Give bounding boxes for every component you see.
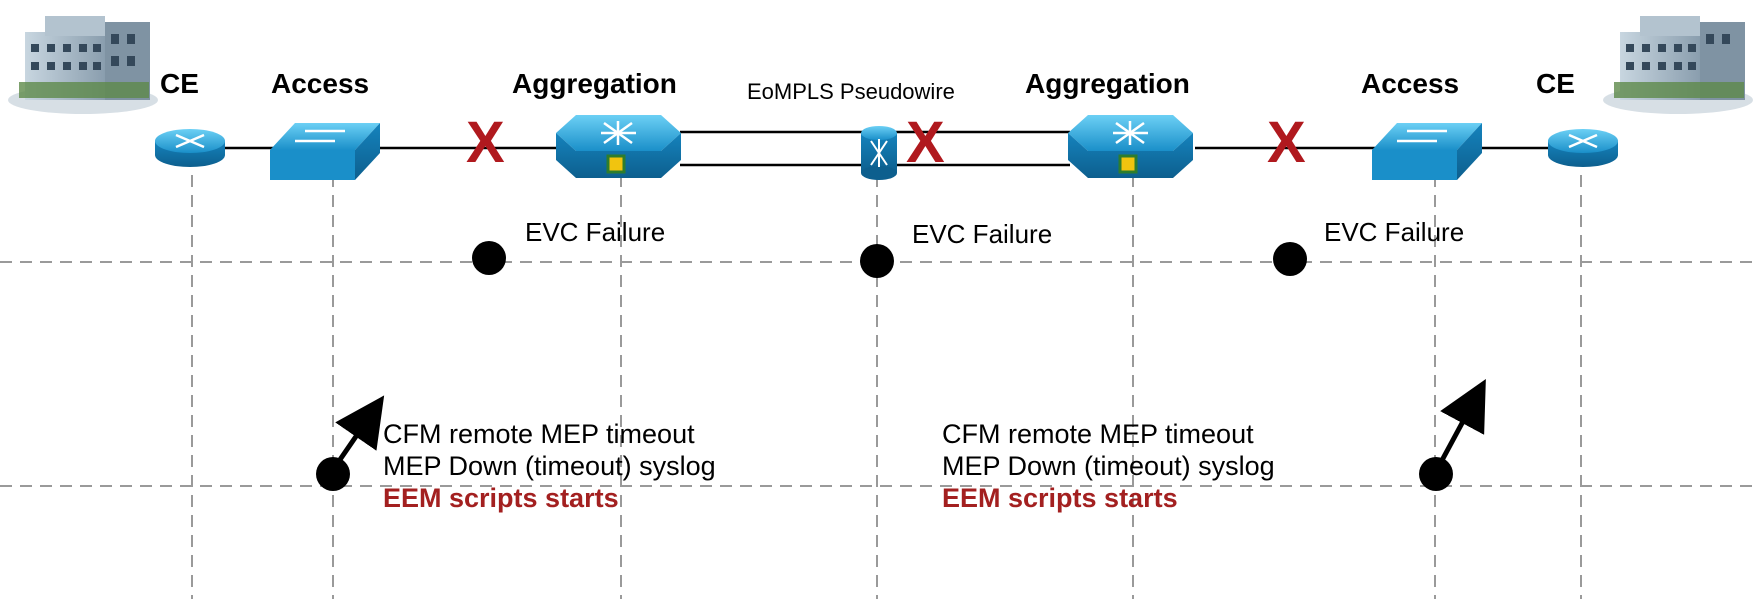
event-dot-icon: [472, 241, 506, 275]
event-note: CFM remote MEP timeout MEP Down (timeout…: [383, 418, 716, 514]
arrow-icon: [334, 395, 385, 466]
arrow-icon: [1437, 378, 1486, 466]
router-icon: [155, 129, 225, 167]
switch-icon: [1372, 123, 1482, 180]
failure-x-icon: X: [466, 110, 505, 175]
note-line: MEP Down (timeout) syslog: [383, 451, 716, 481]
ce-right-label: CE: [1536, 68, 1575, 99]
event-note: CFM remote MEP timeout MEP Down (timeout…: [942, 418, 1275, 514]
aggregation-right-label: Aggregation: [1025, 68, 1190, 99]
event-dot-icon: [316, 457, 350, 491]
access-right-label: Access: [1361, 68, 1460, 99]
router-icon: [1548, 129, 1618, 167]
note-line: CFM remote MEP timeout: [942, 419, 1254, 449]
event-dot-icon: [1273, 242, 1307, 276]
ce-left-label: CE: [160, 68, 199, 99]
aggregation-switch-icon: [1068, 115, 1193, 178]
building-icon: [1603, 16, 1753, 114]
event-dot-icon: [860, 244, 894, 278]
failure-x-icon: X: [906, 110, 945, 175]
evc-failure-label: EVC Failure: [525, 217, 666, 247]
event-dot-icon: [1419, 457, 1453, 491]
note-highlight: EEM scripts starts: [942, 483, 1178, 513]
access-left-label: Access: [271, 68, 370, 99]
evc-failure-label: EVC Failure: [1324, 217, 1465, 247]
aggregation-left-label: Aggregation: [512, 68, 677, 99]
evc-failure-label: EVC Failure: [912, 219, 1053, 249]
building-icon: [8, 16, 158, 114]
failure-x-icon: X: [1267, 110, 1306, 175]
note-highlight: EEM scripts starts: [383, 483, 619, 513]
switch-icon: [270, 123, 380, 180]
note-line: MEP Down (timeout) syslog: [942, 451, 1275, 481]
note-line: CFM remote MEP timeout: [383, 419, 695, 449]
pseudowire-label: EoMPLS Pseudowire: [747, 79, 955, 104]
mpls-router-icon: [861, 126, 897, 180]
grid-lines: [0, 175, 1753, 599]
aggregation-switch-icon: [556, 115, 681, 178]
